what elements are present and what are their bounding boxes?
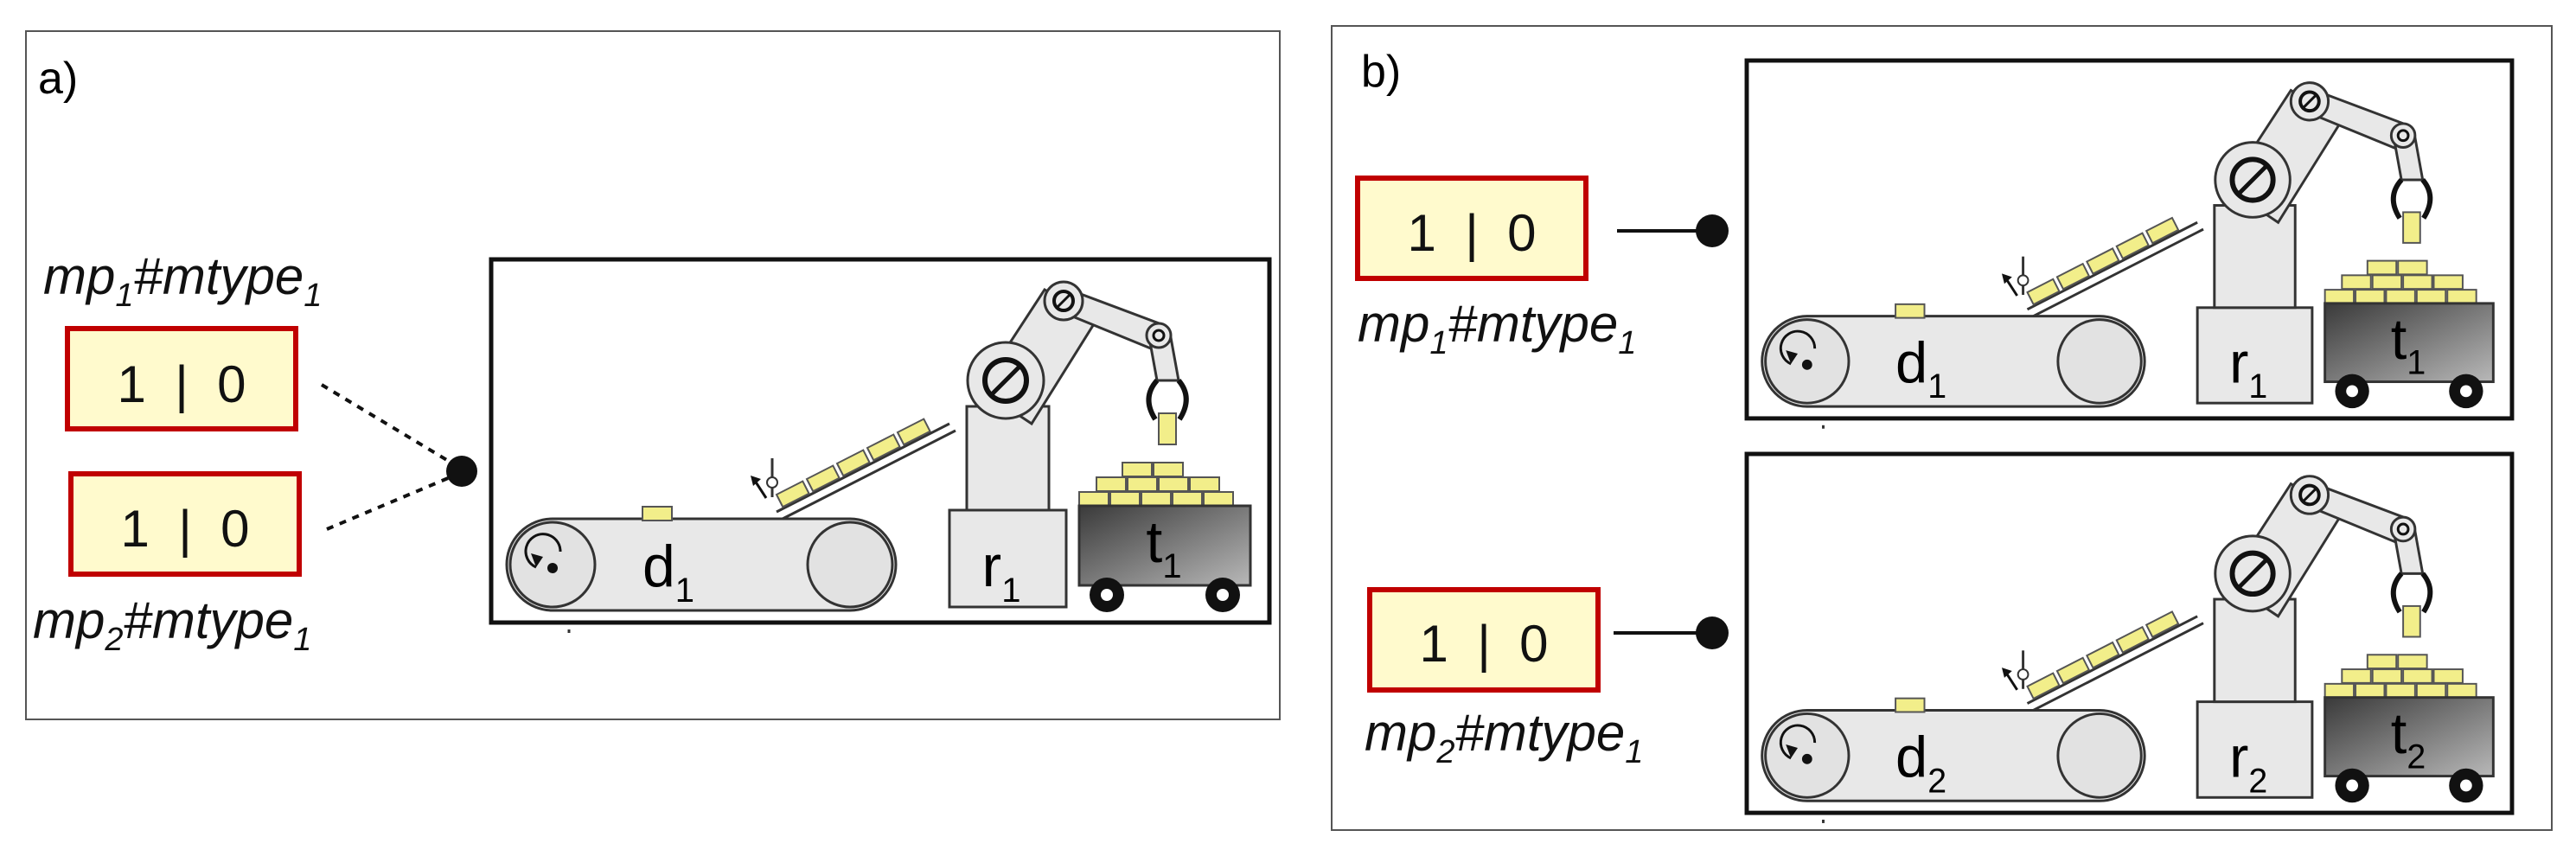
panel-b-mp2-label: mp2#mtype1 xyxy=(1365,704,1643,770)
panel-b-connection-point-2 xyxy=(1696,616,1729,649)
panel-b-mp1-marking-box xyxy=(1355,176,1588,281)
panel-b-cell1-cart-label: t1 xyxy=(2391,307,2426,382)
panel-a-mp2-marking-value: 1 | 0 xyxy=(120,500,249,558)
panel-b-cell2-conveyor-label: d2 xyxy=(1895,725,1946,800)
panel-a-cart-label: t1 xyxy=(1146,509,1181,585)
panel-a-robot-label: r1 xyxy=(982,533,1021,610)
panel-b-mp1-label: mp1#mtype1 xyxy=(1358,295,1636,361)
panel-a-mp1-label: mp1#mtype1 xyxy=(43,247,322,314)
panel-a-connection-point xyxy=(446,456,477,487)
panel-b-frame xyxy=(1331,25,2553,831)
panel-b-cell1-conveyor-label: d1 xyxy=(1895,330,1946,406)
panel-b-production-cell-1: d1 r1 t1 xyxy=(1744,58,2515,429)
panel-a-conveyor-label: d1 xyxy=(642,533,694,610)
panel-b-mp2-marking-box xyxy=(1367,587,1601,693)
panel-a-mp1-marking-box xyxy=(65,326,298,431)
panel-b-mp2-marking-value: 1 | 0 xyxy=(1419,615,1548,673)
panel-b-cell2-cart-label: t2 xyxy=(2391,701,2426,776)
panel-a-frame xyxy=(25,30,1281,720)
panel-b-label: b) xyxy=(1361,47,1401,97)
panel-a-mp2-label: mp2#mtype1 xyxy=(33,591,311,658)
panel-a-connector-mp2 xyxy=(326,472,459,531)
panel-a-mp1-marking-value: 1 | 0 xyxy=(117,355,246,413)
panel-b-production-cell-2: d2 r2 t2 xyxy=(1744,451,2515,823)
panel-a-production-cell: d1 r1 t1 xyxy=(489,257,1272,633)
panel-a-connector-mp1 xyxy=(320,383,460,469)
panel-b-cell1-robot-label: r1 xyxy=(2229,330,2267,406)
panel-a-label: a) xyxy=(38,54,78,104)
panel-b-mp1-marking-value: 1 | 0 xyxy=(1407,204,1536,262)
panel-b-cell2-robot-label: r2 xyxy=(2229,725,2267,800)
panel-b-connection-point-1 xyxy=(1696,214,1729,247)
panel-a-mp2-marking-box xyxy=(68,471,302,577)
